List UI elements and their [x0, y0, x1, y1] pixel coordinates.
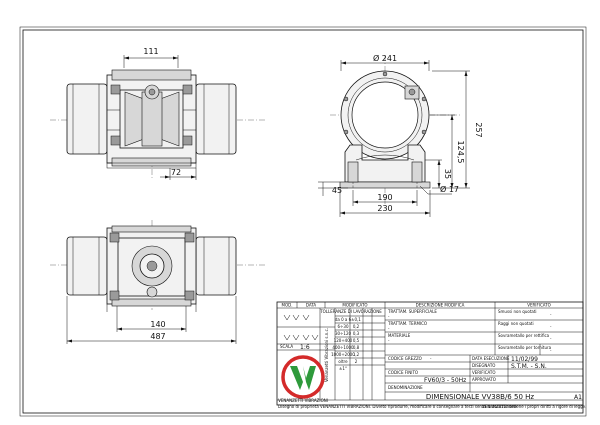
note-rettifica: Sovrametallo per rettifica	[498, 333, 550, 338]
tolerance-value-3: 0,3	[353, 331, 360, 336]
disegnato-label: DISEGNATO	[472, 363, 495, 368]
tolerance-range-5: 400÷1000	[332, 345, 354, 350]
approvato-label: APPROVATO	[472, 377, 496, 382]
tolerance-value-4: 0,5	[353, 338, 360, 343]
dim-diameter: Ø 241	[373, 53, 397, 63]
tolerance-value-5: 0,8	[353, 345, 360, 350]
dim-hole-spacing: 190	[377, 193, 392, 202]
scale-label: SCALA	[280, 344, 293, 349]
tolerance-range-7: oltre	[338, 359, 348, 364]
note-raggi-value: -	[550, 324, 552, 329]
title-block	[276, 301, 584, 406]
denominazione-value: DIMENSIONALE VV38B/6 50 Hz	[426, 393, 534, 401]
data-esecuzione-value: 11/02/99	[511, 356, 538, 363]
tolerance-range-4: 120÷400	[334, 338, 353, 343]
sheet-format: A1	[574, 394, 582, 401]
row-trattamento-termico-value: -	[388, 326, 390, 331]
tolerance-value-2: 0,2	[353, 324, 360, 329]
sheet-outer-border	[19, 26, 587, 417]
footer-ownership-note: Disegno di proprietà VENANZETTI VIBRAZIO…	[278, 404, 518, 409]
codice-grezzo-label: CODICE GREZZO	[388, 356, 422, 361]
note-tornitura-value: -	[550, 348, 552, 353]
logo-text: VENANZETTI VIBRAZIONI	[278, 398, 328, 403]
note-smussi-value: -	[550, 312, 552, 317]
tolerance-range-1: da 0 a 6	[335, 317, 352, 322]
dim-bottom-inner: 140	[150, 320, 165, 329]
top-view	[50, 55, 265, 180]
row-materiale: MATERIALE	[388, 333, 411, 338]
dim-overall-length: 487	[150, 332, 165, 341]
tolerance-range-3: 30÷120	[335, 331, 352, 336]
row-materiale-value: -	[388, 338, 390, 343]
dim-base-width: 230	[377, 204, 392, 213]
tolerance-range-2: 6÷30	[338, 324, 349, 329]
dim-top-width: 111	[143, 47, 158, 56]
angle-tolerance: ±1°	[339, 366, 347, 371]
codice-finito-value: FV60/3 - 50Hz	[424, 377, 466, 384]
note-raggi: Raggi non quotati	[498, 321, 534, 326]
row-trattamento-superficiale: TRATTAM. SUPERFICIALE	[387, 309, 437, 314]
dim-foot-height: 35	[443, 169, 452, 179]
dim-height-axis: 124,5	[456, 141, 465, 164]
note-tornitura: Sovrametallo per tornitura	[498, 345, 552, 350]
note-rettifica-value: -	[550, 336, 552, 341]
side-company-text: Venanzetti Vibrazioni s.n.c.	[324, 328, 329, 382]
dim-top-offset: 72	[171, 168, 181, 177]
rev-header-verificato: VERIFICATO	[527, 303, 551, 308]
tolerance-range-6: 1000÷2000	[331, 352, 355, 357]
tolerance-header: TOLLERANZE DI LAVORAZIONE	[319, 309, 382, 314]
dim-hole-diameter: Ø 17	[440, 184, 459, 194]
company-logo	[281, 355, 325, 399]
row-trattamento-superficiale-value: -	[388, 314, 390, 319]
verificato-label: VERIFICATO	[472, 370, 496, 375]
footer-rights-note: VENANZETTI detiene i propri diritti a ri…	[482, 404, 586, 409]
tolerance-value-6: 1,2	[353, 352, 360, 357]
rev-header-data: DATA	[306, 303, 317, 308]
dim-foot-thickness: 45	[332, 186, 342, 195]
rev-header-modificato: MODIFICATO	[342, 303, 367, 308]
side-view	[318, 55, 470, 217]
note-smussi: Smussi non quotati	[498, 309, 537, 314]
disegnato-value: S.T.M. - S.N.	[511, 363, 547, 370]
row-trattamento-termico: TRATTAM. TERMICO	[387, 321, 427, 326]
dim-height-total: 257	[474, 122, 483, 137]
rev-header-mod: MOD.	[282, 303, 293, 308]
tolerance-value-1: ±0,1	[351, 317, 361, 322]
scale-value: 1:6	[300, 344, 310, 351]
denominazione-label: DENOMINAZIONE	[388, 385, 423, 390]
front-view	[50, 220, 265, 344]
rev-header-descrizione: DESCRIZIONE MODIFICA	[416, 303, 465, 308]
tolerance-value-7: 2	[355, 359, 358, 364]
data-esecuzione-label: DATA ESECUZIONE	[472, 356, 510, 361]
codice-finito-label: CODICE FINITO	[388, 370, 418, 375]
sheet-border	[22, 29, 584, 414]
codice-grezzo-value: -	[430, 356, 432, 361]
